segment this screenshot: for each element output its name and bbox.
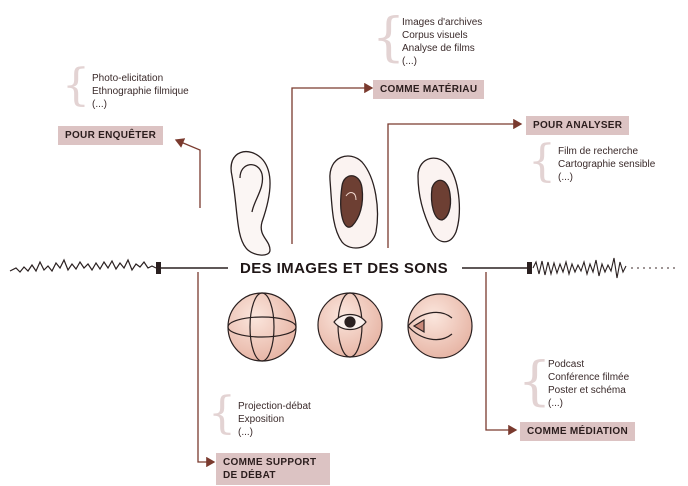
center-title: DES IMAGES ET DES SONS — [240, 260, 448, 277]
list-item: (...) — [92, 98, 189, 111]
list-mediation: Podcast Conférence filmée Poster et sché… — [548, 358, 629, 410]
label-comme-materiau: COMME MATÉRIAU — [373, 80, 484, 99]
sound-wave-right-icon — [527, 258, 675, 278]
list-item: (...) — [402, 55, 482, 68]
sphere-eye-icon — [318, 293, 382, 357]
brace-materiau: { — [372, 12, 405, 64]
list-debat: Projection-débat Exposition (...) — [238, 400, 311, 439]
arrow-mediation — [486, 272, 516, 430]
list-item: Photo-elicitation — [92, 72, 189, 85]
list-item: Projection-débat — [238, 400, 311, 413]
sphere-globe-icon — [228, 293, 296, 361]
list-item: Images d'archives — [402, 16, 482, 29]
list-item: Poster et schéma — [548, 384, 629, 397]
brace-mediation: { — [518, 356, 551, 408]
sound-wave-left-icon — [10, 260, 161, 274]
brace-enqueter: { — [62, 64, 90, 108]
list-enqueter: Photo-elicitation Ethnographie filmique … — [92, 72, 189, 111]
brace-analyser: { — [528, 140, 556, 184]
sphere-cone-icon — [408, 294, 472, 358]
arrow-enqueter — [176, 140, 200, 208]
list-item: Film de recherche — [558, 145, 655, 158]
list-item: Conférence filmée — [548, 371, 629, 384]
list-item: Podcast — [548, 358, 629, 371]
list-item: Exposition — [238, 413, 311, 426]
label-comme-mediation: COMME MÉDIATION — [520, 422, 635, 441]
ear-2-icon — [330, 156, 378, 248]
list-item: Analyse de films — [402, 42, 482, 55]
list-item: (...) — [548, 397, 629, 410]
label-comme-support-de-debat: COMME SUPPORT DE DÉBAT — [216, 453, 330, 485]
ear-1-icon — [231, 152, 270, 255]
ear-3-icon — [418, 158, 459, 242]
list-item: (...) — [558, 171, 655, 184]
list-materiau: Images d'archives Corpus visuels Analyse… — [402, 16, 482, 68]
list-item: Ethnographie filmique — [92, 85, 189, 98]
list-item: (...) — [238, 426, 311, 439]
label-pour-analyser: POUR ANALYSER — [526, 116, 629, 135]
list-item: Cartographie sensible — [558, 158, 655, 171]
brace-debat: { — [208, 392, 236, 436]
list-analyser: Film de recherche Cartographie sensible … — [558, 145, 655, 184]
label-pour-enqueter: POUR ENQUÊTER — [58, 126, 163, 145]
list-item: Corpus visuels — [402, 29, 482, 42]
